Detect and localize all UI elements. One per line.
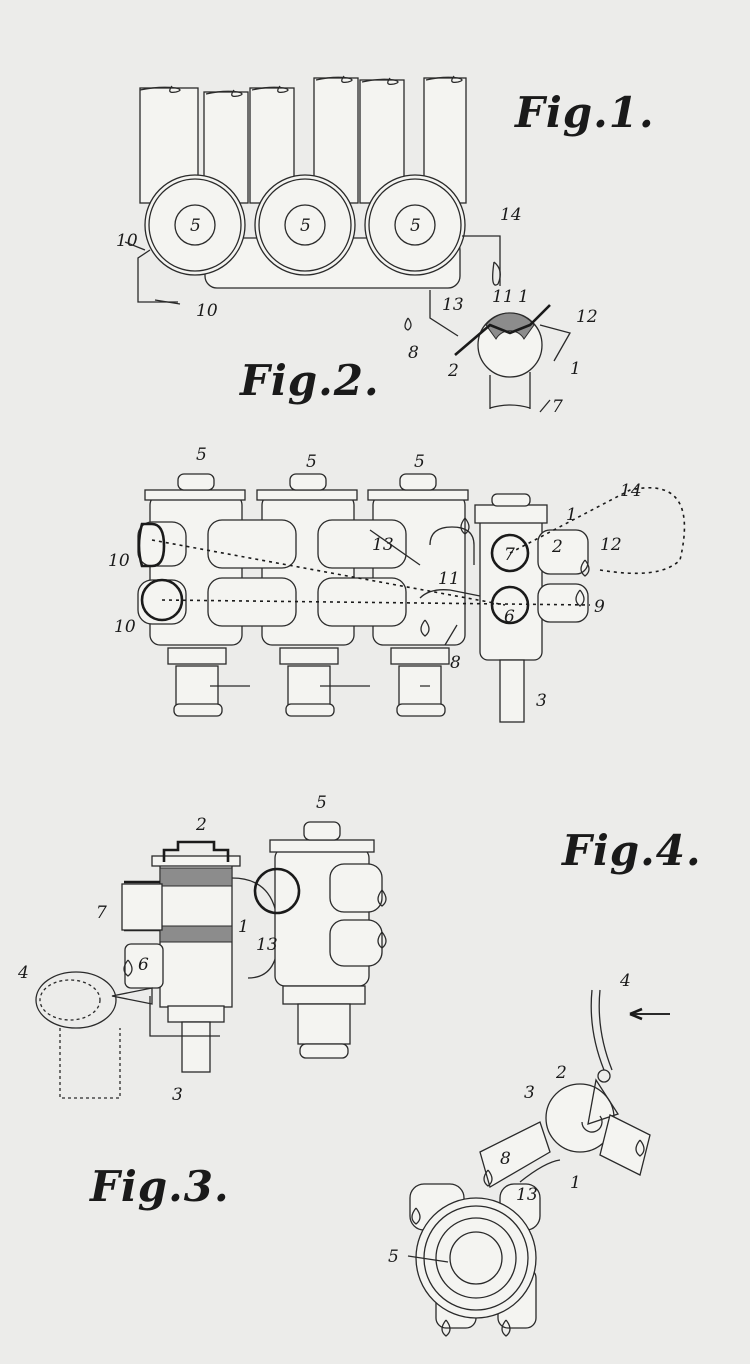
fig4-label: 3 — [524, 1083, 535, 1103]
fig1-drawing — [124, 75, 571, 413]
fig3-labels: 2 7 1 13 6 4 3 — [17, 815, 278, 1105]
fig2-label: 8 — [450, 653, 461, 673]
fig1-label: 2 — [447, 361, 459, 381]
fig4-label: 5 — [388, 1247, 399, 1267]
fig2-label: 2 — [551, 537, 563, 557]
fig3-label: 1 — [238, 917, 249, 937]
fig3-label: 3 — [172, 1085, 183, 1105]
fig4-labels: 5 4 2 3 8 1 13 5 — [316, 793, 631, 1267]
fig1-label: 10 — [116, 231, 138, 251]
fig1-label: 5 — [190, 216, 201, 236]
fig4-label: 13 — [516, 1185, 538, 1205]
fig3-label: 2 — [195, 815, 207, 835]
fig4-title: Fig.4. — [562, 826, 702, 875]
fig4-label: 5 — [316, 793, 327, 813]
fig1-label: 5 — [300, 216, 311, 236]
fig4-label: 8 — [500, 1149, 511, 1169]
fig4-drawing — [407, 989, 670, 1337]
fig1-label: 14 — [500, 205, 522, 225]
fig1-label: 12 — [576, 307, 598, 327]
fig1-label: 10 — [196, 301, 218, 321]
fig1-label: 13 — [442, 295, 464, 315]
fig3-title: Fig.3. — [90, 1162, 230, 1211]
fig3-label: 13 — [256, 935, 278, 955]
fig2-label: 1 — [566, 505, 577, 525]
fig2-label: 3 — [536, 691, 547, 711]
fig4-label: 1 — [570, 1173, 581, 1193]
fig2-label: 5 — [414, 452, 425, 472]
fig2-title: Fig.2. — [240, 356, 380, 405]
fig1-label: 7 — [552, 397, 563, 417]
fig3-drawing — [35, 821, 387, 1099]
fig2-label: 6 — [504, 607, 515, 627]
fig2-labels: 5 5 5 14 1 10 13 7 2 12 11 10 6 9 8 3 — [108, 445, 642, 711]
fig2-label: 10 — [108, 551, 130, 571]
fig1-label: 1 — [570, 359, 581, 379]
fig2-label: 13 — [372, 535, 394, 555]
fig1-label: 5 — [410, 216, 421, 236]
fig4-label: 2 — [555, 1063, 567, 1083]
fig2-label: 9 — [594, 597, 605, 617]
fig3-label: 4 — [17, 963, 29, 983]
fig2-label: 5 — [306, 452, 317, 472]
fig1-title: Fig.1. — [515, 88, 655, 137]
fig2-drawing — [137, 473, 686, 723]
fig1-labels: 5 5 5 10 10 14 13 11 1 12 8 2 1 7 — [116, 205, 598, 417]
fig1-label: 1 — [518, 287, 529, 307]
fig2-label: 11 — [438, 569, 460, 589]
fig2-label: 10 — [114, 617, 136, 637]
fig1-label: 8 — [408, 343, 419, 363]
fig3-label: 7 — [96, 903, 107, 923]
fig2-label: 12 — [600, 535, 622, 555]
fig4-label: 4 — [619, 971, 631, 991]
fig2-label: 5 — [196, 445, 207, 465]
fig2-label: 14 — [620, 481, 642, 501]
fig3-label: 6 — [138, 955, 149, 975]
fig1-label: 11 — [492, 287, 514, 307]
fig2-label: 7 — [504, 545, 515, 565]
